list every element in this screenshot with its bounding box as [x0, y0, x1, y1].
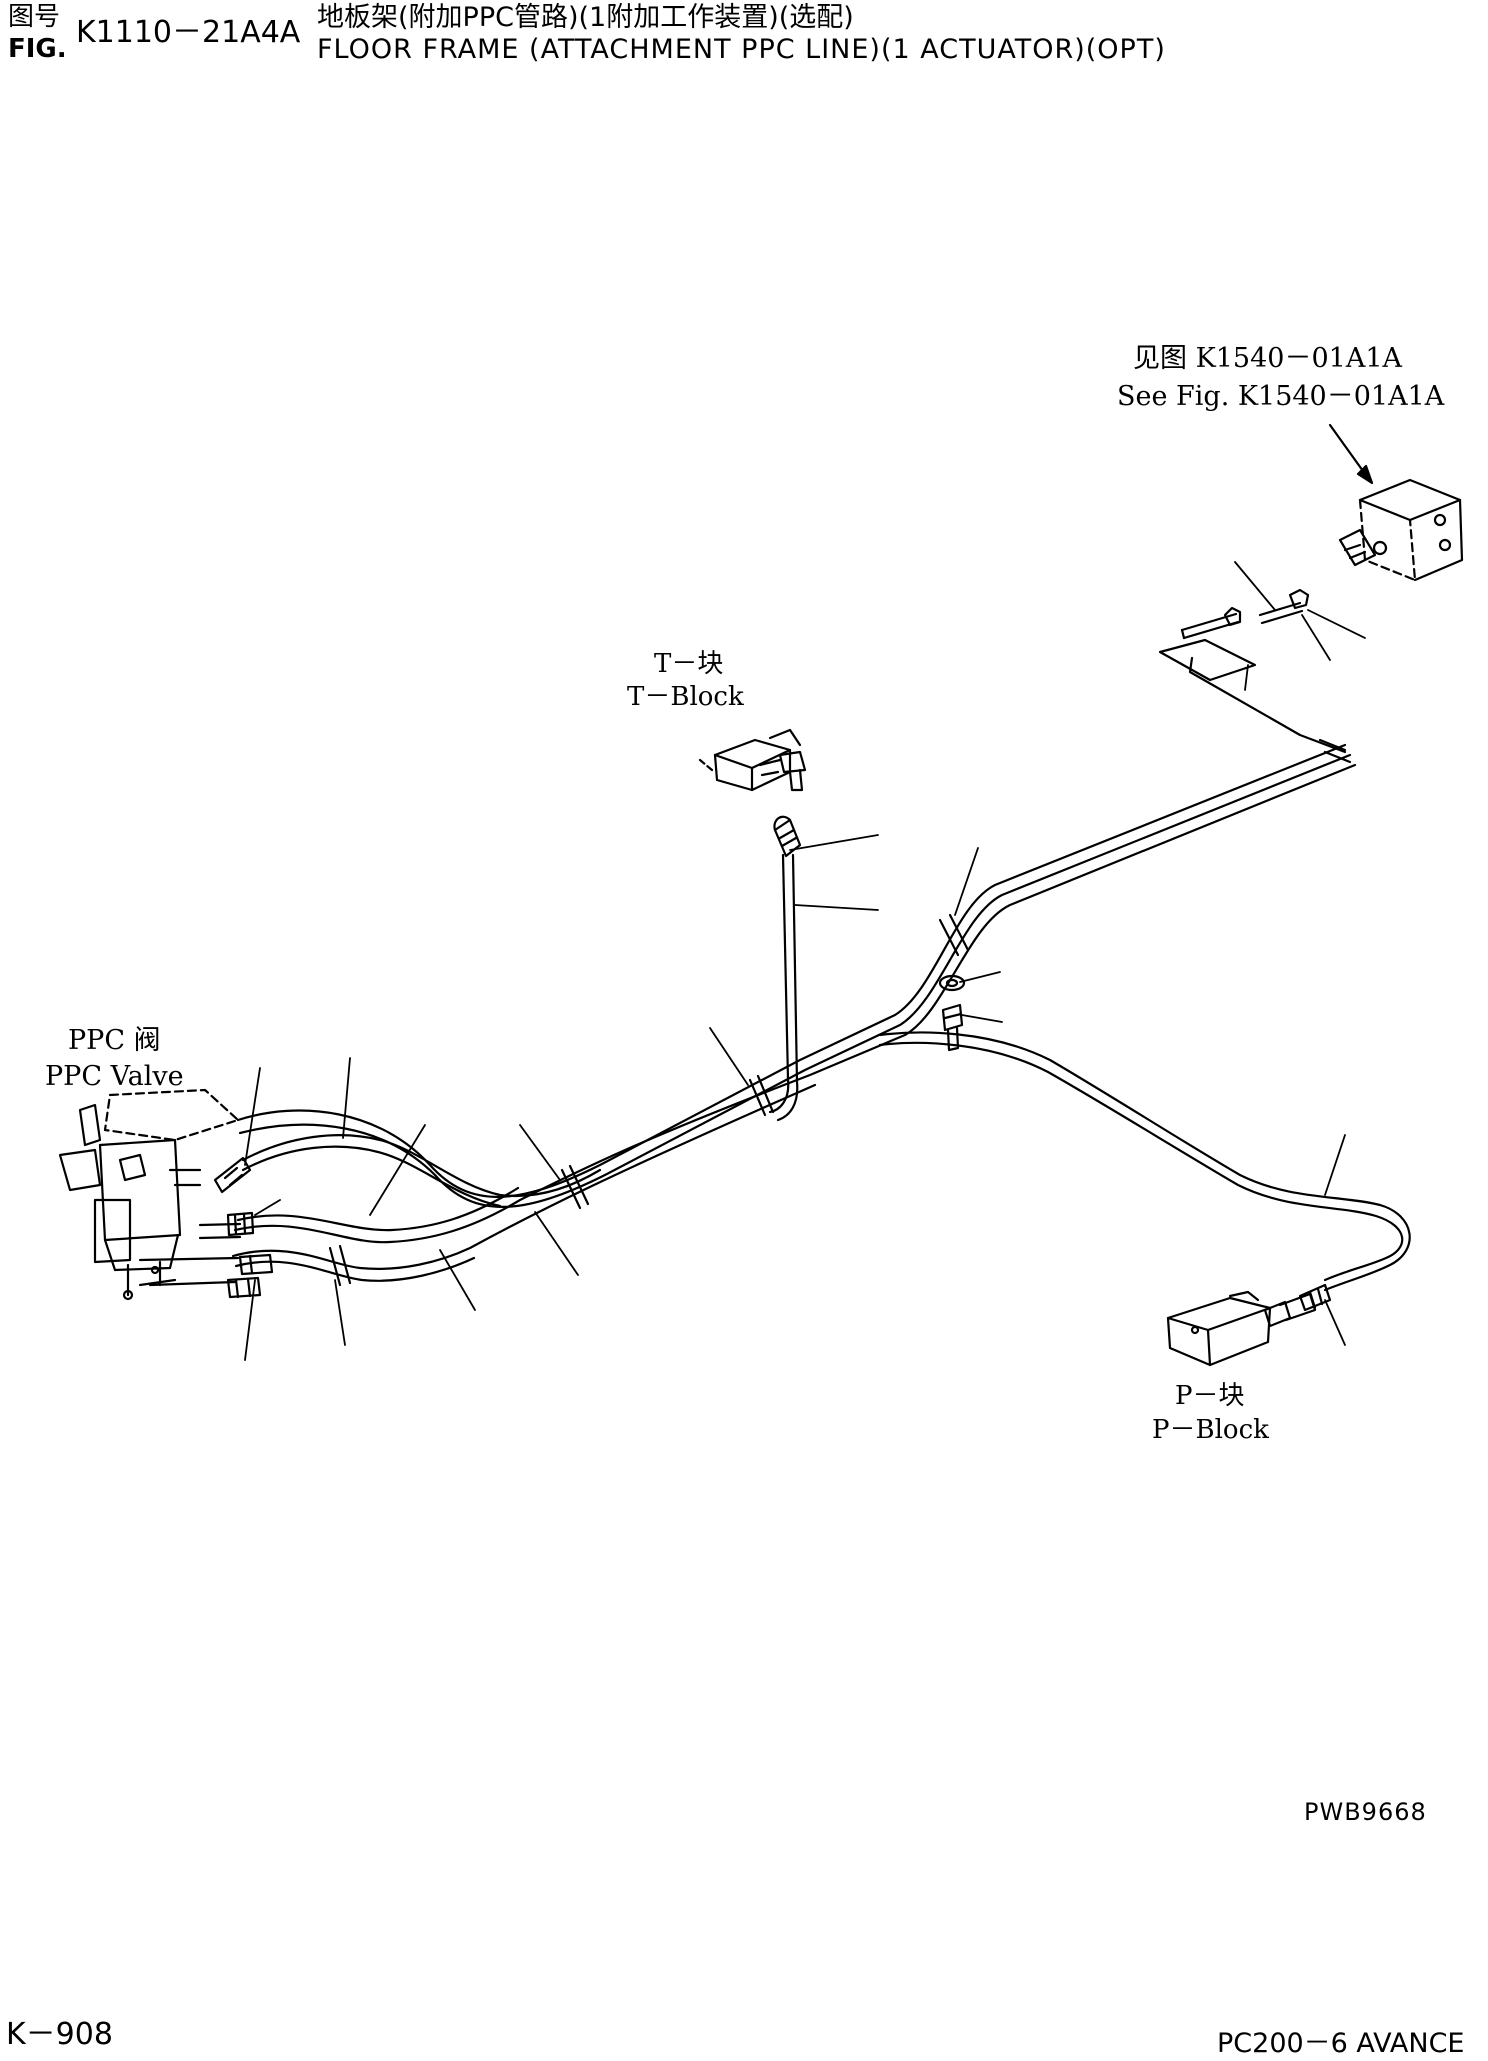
- see-fig-arrow: [1328, 423, 1374, 485]
- model-name: PC200－6 AVANCE: [1217, 2028, 1465, 2059]
- t-block-label-en: T－Block: [627, 682, 744, 712]
- see-fig-label-cn: 见图 K1540－01A1A: [1133, 343, 1402, 374]
- figure-label-cn: 图号: [8, 2, 61, 32]
- title-cn: 地板架(附加PPC管路)(1附加工作装置)(选配): [317, 2, 854, 33]
- p-block-hose: [878, 1031, 1411, 1292]
- washer-and-bolt: [938, 974, 966, 1052]
- t-block-drawing: [698, 728, 807, 858]
- reference-line-to-block: [1188, 656, 1352, 764]
- ppc-upper-hose: [241, 1134, 602, 1208]
- drawing-code: PWB9668: [1304, 1798, 1427, 1826]
- ppc-valve-label-cn: PPC 阀: [68, 1025, 161, 1056]
- title-en: FLOOR FRAME (ATTACHMENT PPC LINE)(1 ACTU…: [317, 34, 1166, 65]
- figure-number: K1110－21A4A: [76, 15, 301, 50]
- p-block-label-cn: P－块: [1175, 1381, 1245, 1411]
- main-hose-bundle: [198, 743, 1357, 1282]
- p-block-drawing: [1166, 1283, 1332, 1367]
- page-number: K－908: [6, 2017, 113, 2052]
- ppc-fittings: [213, 1156, 274, 1299]
- ppc-valve-drawing: [58, 1088, 240, 1301]
- leader-lines: [244, 561, 1366, 1361]
- upper-right-valve-block: [1158, 478, 1464, 682]
- see-fig-label-en: See Fig. K1540－01A1A: [1117, 381, 1445, 412]
- t-block-label-cn: T－块: [654, 649, 724, 679]
- figure-label-en: FIG.: [8, 34, 67, 64]
- p-block-label-en: P－Block: [1152, 1415, 1269, 1445]
- clamp-bands: [328, 913, 970, 1287]
- ppc-valve-label-en: PPC Valve: [45, 1061, 184, 1092]
